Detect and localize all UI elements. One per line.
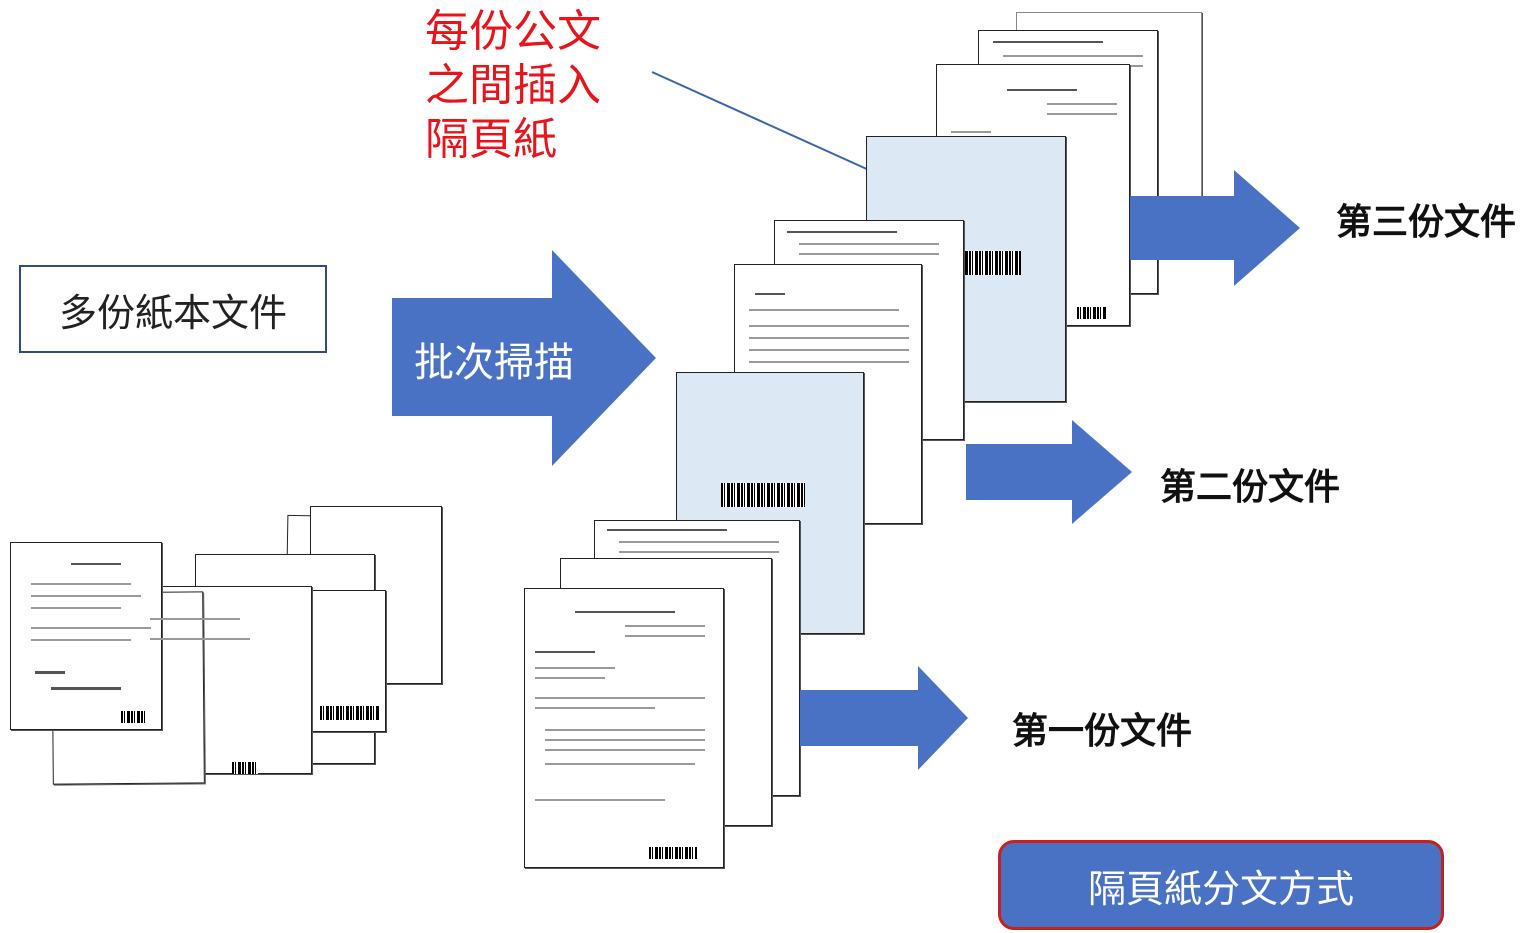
batch-scan-arrow: 批次掃描	[392, 250, 660, 466]
barcode-icon	[121, 711, 145, 723]
right-arrow-icon	[918, 666, 968, 770]
paper-sheet	[140, 588, 270, 678]
second-document-label: 第二份文件	[1160, 467, 1341, 508]
right-arrow-icon	[1234, 170, 1300, 286]
paper-documents-label-box: 多份紙本文件	[19, 265, 327, 353]
barcode-icon	[649, 847, 697, 859]
annotation-pointer-arrow	[651, 71, 887, 179]
right-arrow-icon	[1072, 420, 1132, 524]
separator-annotation: 每份公文之間插入隔頁紙	[425, 6, 601, 165]
barcode-icon	[959, 251, 1021, 275]
paper-sheet	[524, 588, 724, 868]
batch-scan-label: 批次掃描	[414, 340, 574, 386]
barcode-icon	[320, 706, 380, 720]
separator-method-button[interactable]: 隔頁紙分文方式	[998, 840, 1444, 930]
barcode-icon	[721, 483, 805, 507]
paper-documents-label: 多份紙本文件	[58, 290, 287, 335]
barcode-icon	[1077, 307, 1107, 319]
first-document-label: 第一份文件	[1012, 711, 1193, 752]
separator-method-label: 隔頁紙分文方式	[1087, 866, 1354, 911]
first-document-arrow	[800, 666, 968, 770]
third-document-arrow	[1130, 170, 1300, 286]
second-document-arrow	[966, 420, 1132, 524]
paper-sheet	[10, 542, 162, 730]
third-document-label: 第三份文件	[1336, 202, 1517, 243]
right-arrow-icon	[552, 250, 656, 466]
barcode-icon	[232, 762, 258, 774]
